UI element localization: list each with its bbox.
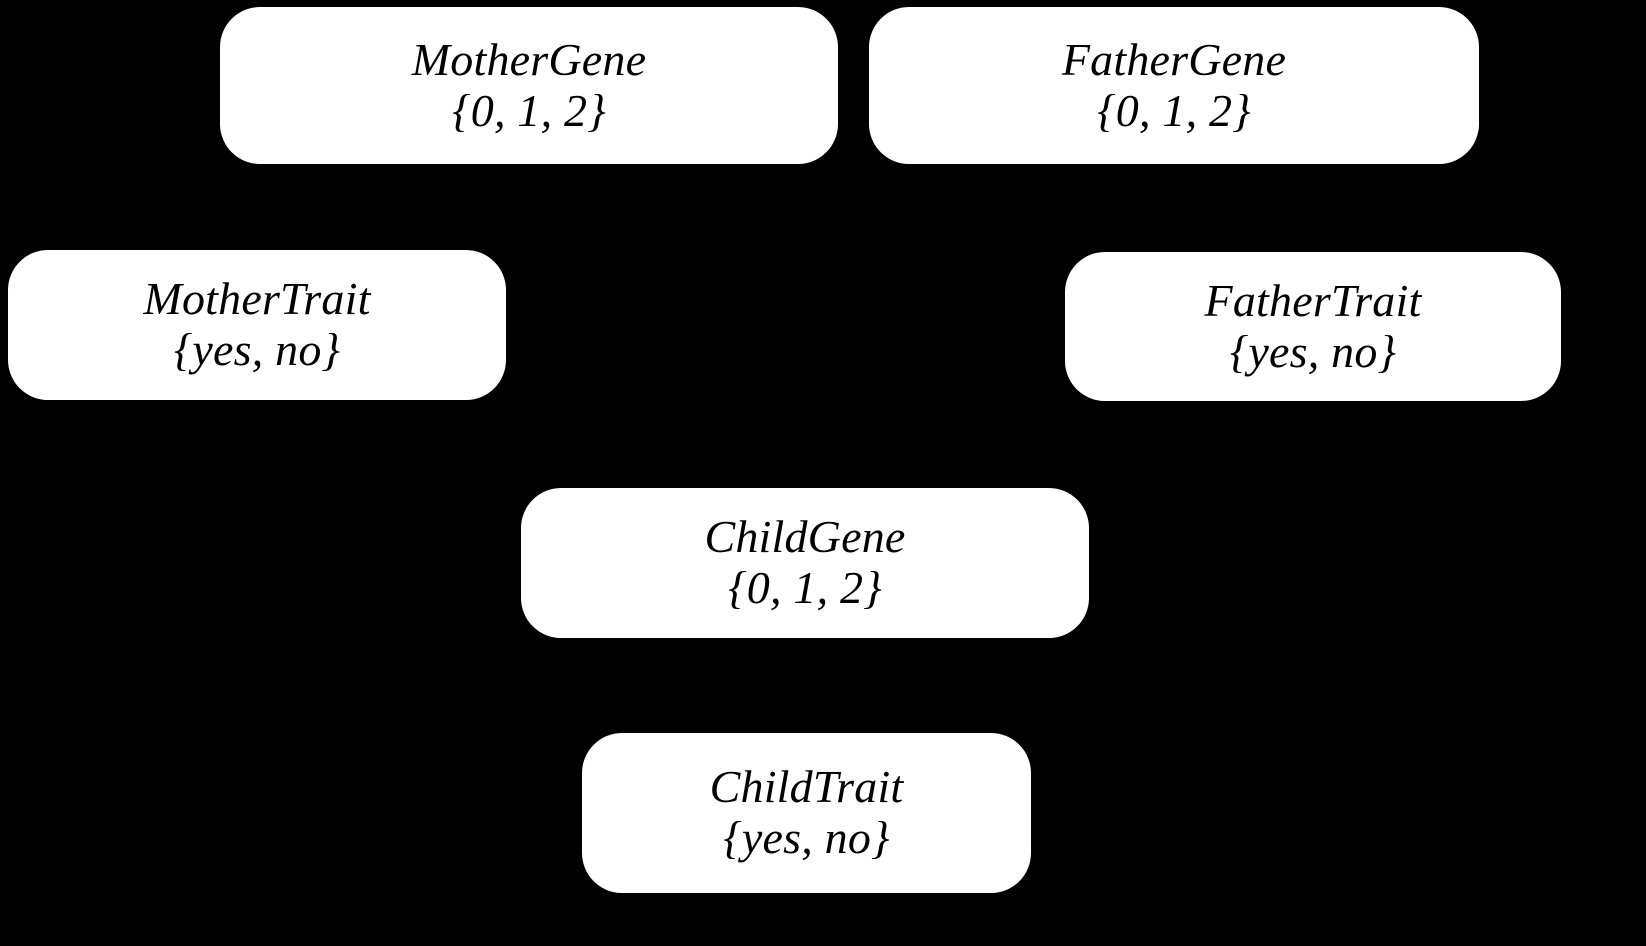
node-mother-trait-domain: {yes, no} (173, 324, 341, 375)
node-father-gene-domain: {0, 1, 2} (1097, 84, 1251, 136)
node-child-trait[interactable]: ChildTrait {yes, no} (582, 733, 1031, 893)
edge-mother-gene-to-mother-trait (269, 162, 401, 252)
node-father-gene-label: FatherGene (1061, 33, 1287, 85)
node-child-trait-domain: {yes, no} (723, 812, 890, 863)
node-mother-trait[interactable]: MotherTrait {yes, no} (8, 250, 506, 400)
node-child-gene-label: ChildGene (704, 511, 906, 563)
node-child-gene-domain: {0, 1, 2} (728, 562, 882, 613)
node-mother-gene-label: MotherGene (411, 33, 647, 85)
node-father-trait-label: FatherTrait (1204, 274, 1422, 326)
node-father-trait-domain: {yes, no} (1229, 325, 1397, 377)
node-mother-gene-domain: {0, 1, 2} (452, 84, 606, 136)
edge-mother-gene-to-child-gene (558, 163, 722, 489)
node-mother-gene[interactable]: MotherGene {0, 1, 2} (220, 7, 838, 164)
node-mother-trait-label: MotherTrait (143, 273, 371, 325)
node-father-gene[interactable]: FatherGene {0, 1, 2} (869, 7, 1479, 164)
node-father-trait[interactable]: FatherTrait {yes, no} (1065, 252, 1561, 401)
node-child-gene[interactable]: ChildGene {0, 1, 2} (521, 488, 1089, 638)
edge-father-gene-to-father-trait (1229, 162, 1331, 254)
node-child-trait-label: ChildTrait (709, 761, 904, 813)
